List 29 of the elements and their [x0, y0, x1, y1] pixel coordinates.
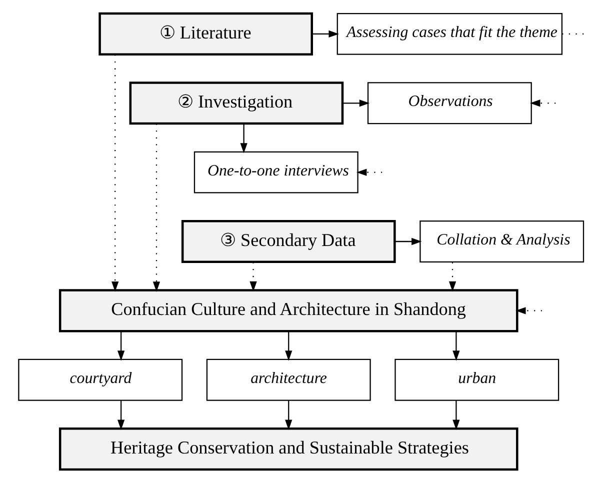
arrow — [111, 54, 118, 292]
arrow — [356, 168, 382, 176]
arrow — [152, 123, 160, 292]
arrow — [249, 262, 256, 292]
arrow — [394, 237, 422, 245]
node-box: Assessing cases that fit the theme — [336, 12, 562, 54]
node-box: ① Literature — [98, 12, 312, 55]
node-box: courtyard — [18, 358, 182, 400]
arrow — [116, 400, 124, 430]
arrow — [284, 330, 292, 360]
arrow — [515, 306, 542, 314]
node-box: One-to-one interviews — [193, 150, 358, 193]
arrow — [240, 123, 247, 153]
arrow — [452, 400, 460, 430]
arrow — [448, 262, 456, 292]
node-box: Heritage Conservation and Sustainable Strategies — [58, 427, 518, 470]
arrow — [452, 330, 460, 360]
arrow — [530, 99, 556, 106]
arrow — [312, 30, 338, 38]
node-box: Confucian Culture and Architecture in Shandong — [58, 288, 518, 332]
node-box: Collation & Analysis — [419, 220, 584, 262]
node-box: architecture — [206, 358, 370, 400]
node-box: Observations — [366, 82, 532, 124]
arrow — [342, 99, 370, 106]
node-box: ③ Secondary Data — [180, 219, 396, 263]
arrow — [284, 400, 292, 430]
node-box: ② Investigation — [128, 81, 344, 124]
node-box: urban — [394, 358, 559, 400]
arrow — [116, 330, 124, 360]
